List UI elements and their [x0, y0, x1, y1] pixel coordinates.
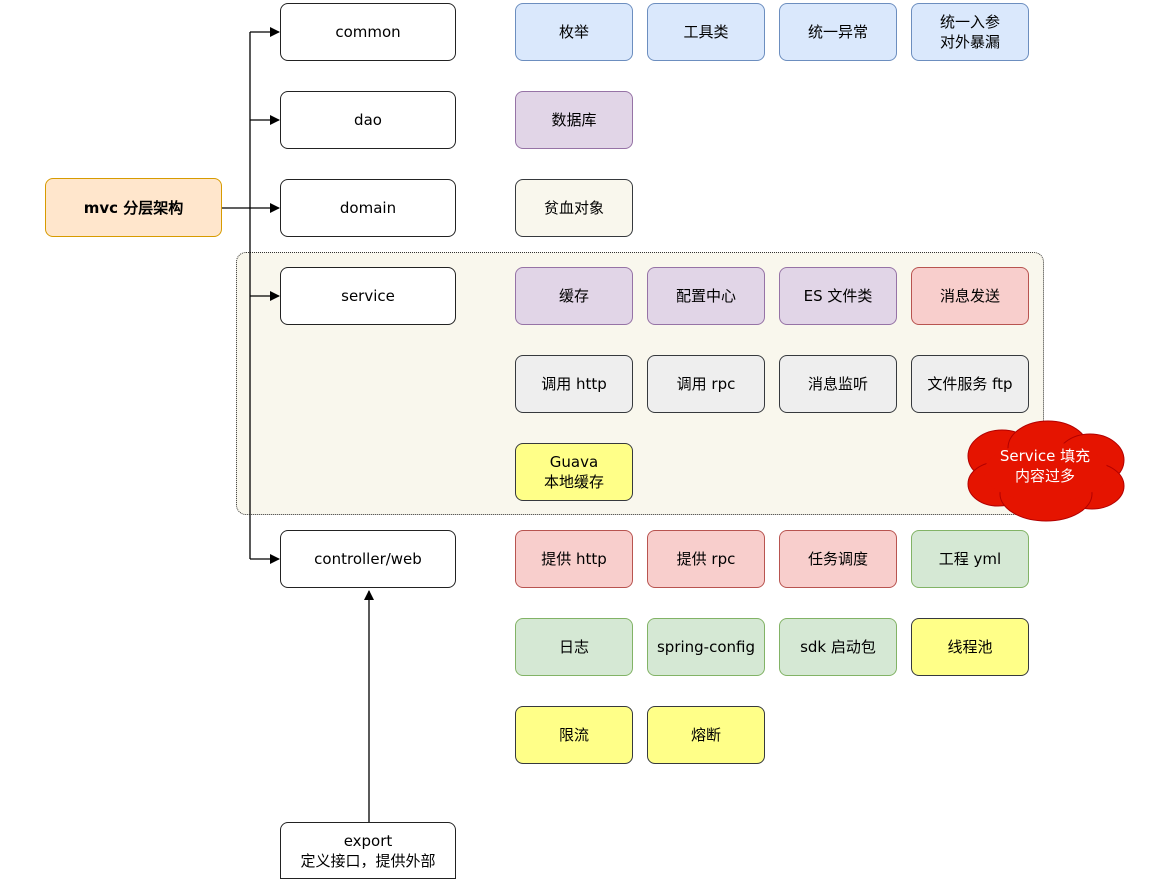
- service-item: Guava 本地缓存: [515, 443, 633, 501]
- controller-item: 限流: [515, 706, 633, 764]
- service-item: ES 文件类: [779, 267, 897, 325]
- service-item: 配置中心: [647, 267, 765, 325]
- service-item: 文件服务 ftp: [911, 355, 1029, 413]
- service-item: 消息发送: [911, 267, 1029, 325]
- common-item: 枚举: [515, 3, 633, 61]
- common-item: 工具类: [647, 3, 765, 61]
- controller-item: spring-config: [647, 618, 765, 676]
- service-item: 消息监听: [779, 355, 897, 413]
- cloud-note-shape: [967, 420, 1125, 522]
- controller-item: 任务调度: [779, 530, 897, 588]
- service-item: 缓存: [515, 267, 633, 325]
- service-item: 调用 rpc: [647, 355, 765, 413]
- domain-item: 贫血对象: [515, 179, 633, 237]
- export-node: export 定义接口，提供外部: [280, 822, 456, 879]
- controller-item: 线程池: [911, 618, 1029, 676]
- controller-item: 工程 yml: [911, 530, 1029, 588]
- service-layer-node: service: [280, 267, 456, 325]
- controller-item: 日志: [515, 618, 633, 676]
- common-item: 统一异常: [779, 3, 897, 61]
- controller-item: 熔断: [647, 706, 765, 764]
- controller-item: sdk 启动包: [779, 618, 897, 676]
- dao-layer-node: dao: [280, 91, 456, 149]
- controller-layer-node: controller/web: [280, 530, 456, 588]
- mvc-root-node: mvc 分层架构: [45, 178, 222, 237]
- controller-item: 提供 http: [515, 530, 633, 588]
- common-item: 统一入参 对外暴漏: [911, 3, 1029, 61]
- common-layer-node: common: [280, 3, 456, 61]
- domain-layer-node: domain: [280, 179, 456, 237]
- controller-item: 提供 rpc: [647, 530, 765, 588]
- cloud-note-label: Service 填充 内容过多: [999, 447, 1091, 485]
- service-item: 调用 http: [515, 355, 633, 413]
- dao-item: 数据库: [515, 91, 633, 149]
